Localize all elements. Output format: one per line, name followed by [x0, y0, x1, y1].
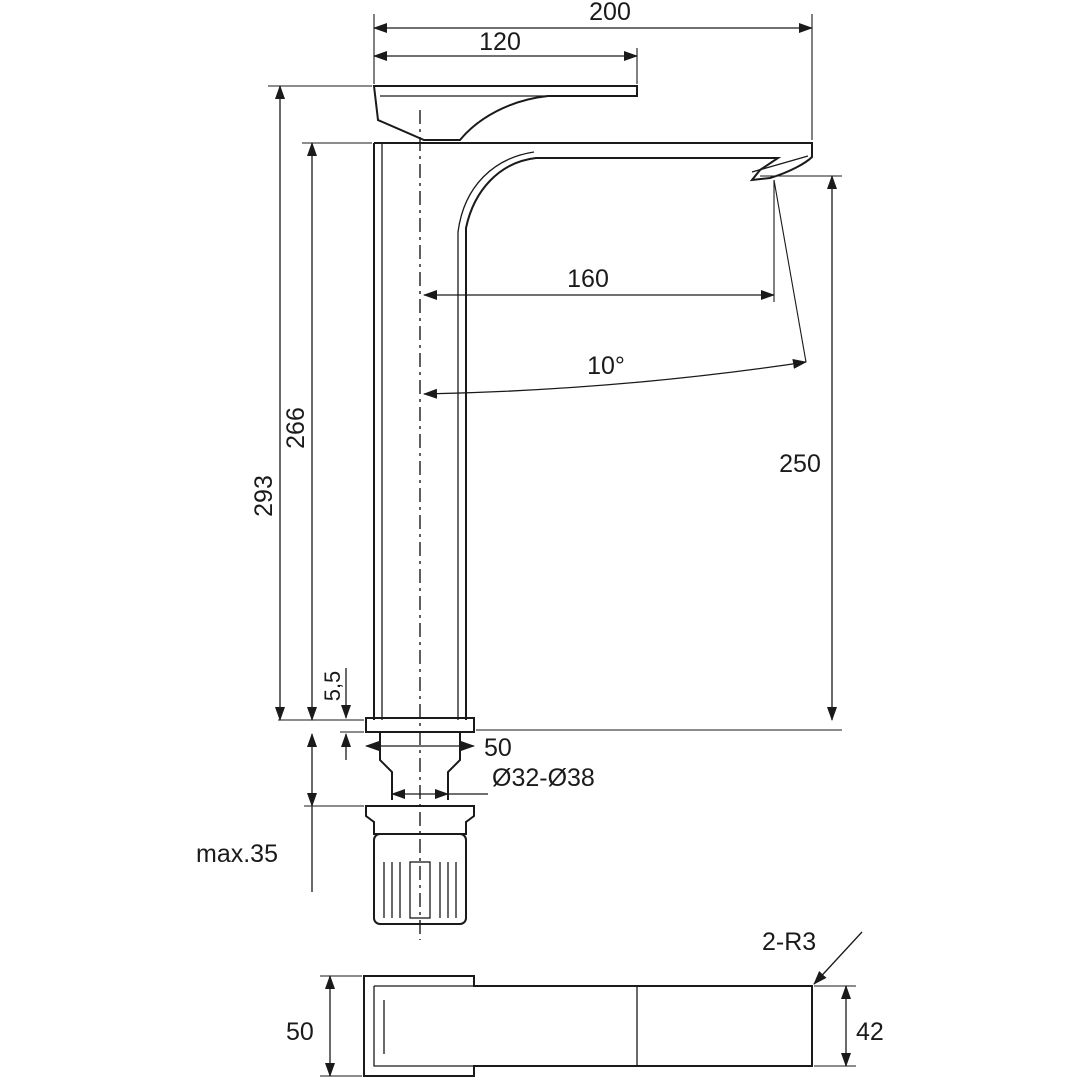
dim-42-label: 42: [856, 1018, 884, 1046]
dim-max35-label: max.35: [196, 840, 278, 868]
dim-250-label: 250: [779, 450, 821, 478]
dim-spout-reach: 160: [423, 180, 775, 302]
dim-120-label: 120: [479, 28, 521, 56]
dim-5-5-label: 5,5: [320, 671, 345, 702]
dim-base-diameter: 50: [365, 734, 512, 762]
spout-inner-curve: [457, 151, 535, 720]
dim-266-label: 266: [282, 407, 310, 449]
dim-height-266: 266: [278, 142, 372, 721]
faucet-side-view: [365, 85, 813, 940]
dim-160-label: 160: [567, 265, 609, 293]
dim-swivel-angle: 10°: [423, 179, 807, 399]
dim-10deg-label: 10°: [587, 352, 625, 380]
dim-50-label: 50: [484, 734, 512, 762]
faucet-top-view: [363, 975, 813, 1077]
dim-top-base-depth: 50: [286, 975, 362, 1077]
dim-lever-length: 120: [373, 28, 638, 84]
dim-overall-width: 200: [373, 0, 813, 140]
spout-tip: [751, 155, 809, 173]
dim-top-50-label: 50: [286, 1018, 314, 1046]
dim-max-counter: max.35: [196, 733, 364, 892]
lever-handle: [372, 85, 638, 141]
top-view-inner: [373, 985, 474, 1067]
mounting-nut: [365, 805, 475, 835]
thread-ribs: [383, 861, 457, 919]
dim-corner-radius: 2-R3: [762, 928, 863, 985]
top-view-outline: [363, 975, 813, 1077]
dim-hole-range-label: Ø32-Ø38: [492, 764, 595, 792]
dim-hole-range: Ø32-Ø38: [391, 764, 595, 799]
spout-top: [374, 142, 813, 720]
dim-height-293: 293: [250, 85, 372, 721]
dim-293-label: 293: [250, 475, 278, 517]
dim-top-spout-depth: 42: [814, 985, 884, 1067]
dim-200-label: 200: [589, 0, 631, 26]
dim-base-thickness: 5,5: [320, 668, 364, 760]
dim-spout-height: 250: [476, 175, 842, 731]
dim-2-r3-label: 2-R3: [762, 928, 816, 956]
